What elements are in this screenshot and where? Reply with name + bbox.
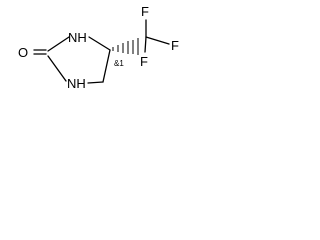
bond-cf3-f-bottom [144,36,147,53]
atom-f-top: F [141,4,149,19]
molecule-structure: O NH NH F F F &1 [18,4,179,91]
bond-cf3-f-right [145,36,170,45]
stereo-label: &1 [114,59,124,68]
atom-nh-bottom: NH [67,76,86,91]
bond-c5-c4 [102,49,111,83]
atom-o: O [18,45,28,60]
bond-c4-n3 [87,81,104,84]
atom-nh-top: NH [68,30,87,45]
bond-n1-c5 [88,36,111,51]
bond-n3-c2 [47,55,67,82]
stereo-hash-bond [112,38,139,55]
atom-f-right: F [171,38,179,53]
atom-f-bottom: F [140,54,148,69]
bond-c2-n1 [47,36,70,52]
